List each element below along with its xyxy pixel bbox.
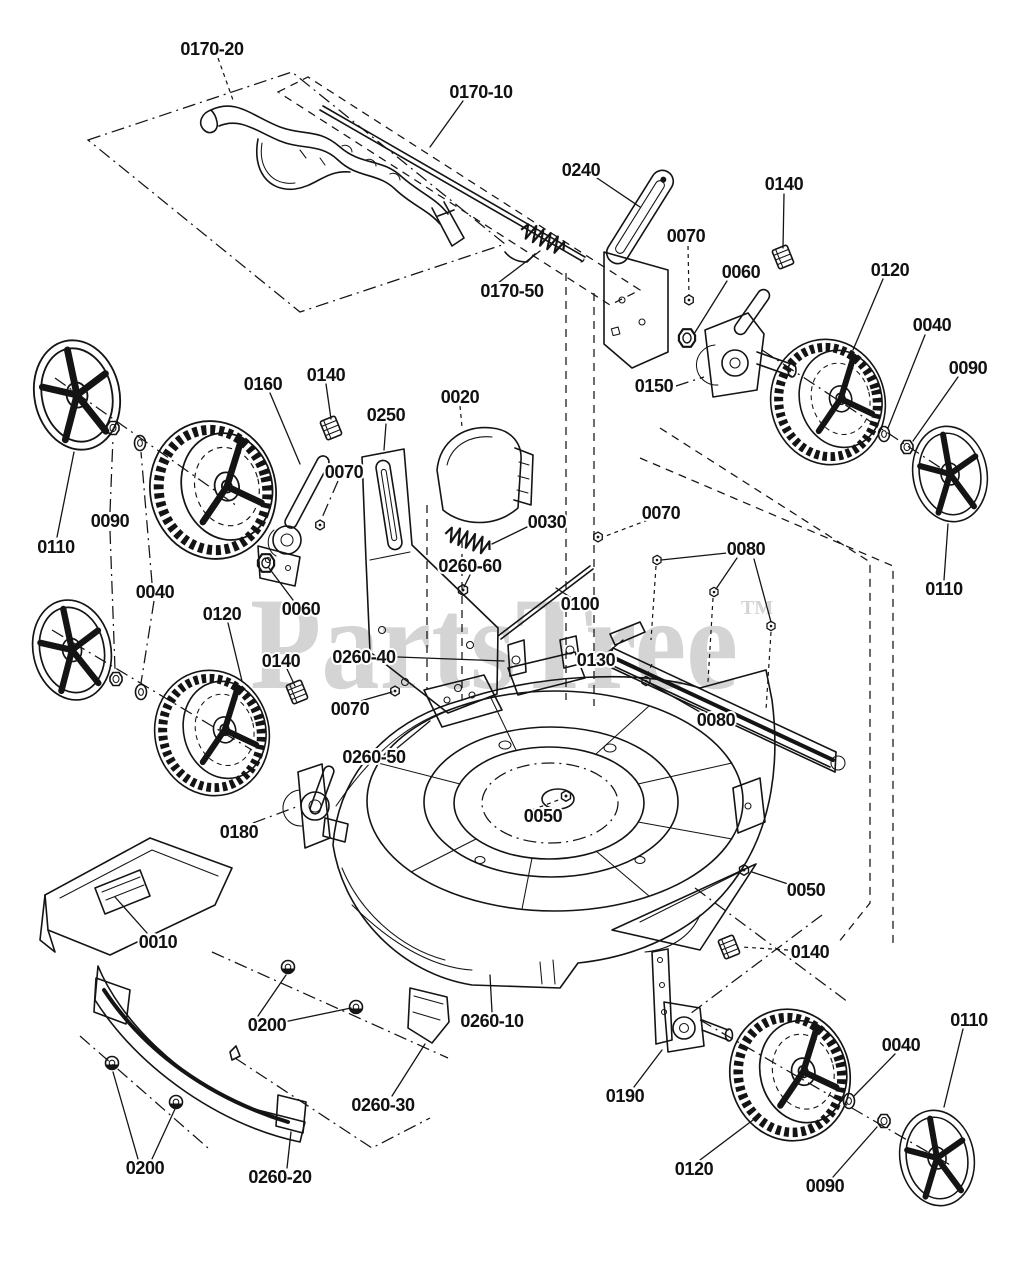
part-label-0090: 0090 <box>91 511 130 531</box>
bolt-0070-mid <box>593 531 603 543</box>
hubcap-0110-right-top <box>905 420 995 527</box>
adjuster-0180 <box>282 763 349 849</box>
bracket-0240 <box>603 169 675 369</box>
nut-0090-right-bottom <box>877 1113 891 1129</box>
watermark: PartsTree TM <box>250 570 773 717</box>
leader-lines <box>56 57 964 1178</box>
wheel-0120-right-bottom <box>716 996 864 1153</box>
nut-0090-left-bottom <box>109 671 123 687</box>
handle-bracket-0170-20 <box>199 105 465 247</box>
part-label-0070: 0070 <box>642 503 681 523</box>
watermark-tm: TM <box>741 597 773 619</box>
part-label-0130: 0130 <box>577 650 616 670</box>
part-label-0190: 0190 <box>606 1086 645 1106</box>
part-label-0120: 0120 <box>203 604 242 624</box>
nut-0200-3 <box>104 1055 120 1071</box>
bolt-0080-3 <box>766 620 776 632</box>
part-label-0040: 0040 <box>882 1035 921 1055</box>
part-label-0070: 0070 <box>325 462 364 482</box>
housing-0020 <box>436 426 534 524</box>
part-label-0150: 0150 <box>635 376 674 396</box>
adjuster-0190 <box>651 948 734 1053</box>
adjuster-0150 <box>695 288 797 398</box>
part-label-0140: 0140 <box>307 365 346 385</box>
rod-0100 <box>497 565 594 640</box>
deck-0260-10 <box>332 669 776 989</box>
bolt-0070-top <box>684 294 694 306</box>
part-label-0070: 0070 <box>331 699 370 719</box>
part-label-0260-60: 0260-60 <box>438 556 502 576</box>
part-label-0050: 0050 <box>787 880 826 900</box>
part-label-0060: 0060 <box>722 262 761 282</box>
rear-guard-0130 <box>606 621 846 773</box>
part-label-0090: 0090 <box>949 358 988 378</box>
nut-0090-right-top <box>900 439 914 455</box>
part-label-0250: 0250 <box>367 405 406 425</box>
bolt-0070-left <box>315 519 325 531</box>
nut-0060-top <box>677 328 697 348</box>
part-label-0080: 0080 <box>727 539 766 559</box>
part-label-0170-50: 0170-50 <box>480 281 544 301</box>
washer-0040-left-bottom <box>134 683 148 701</box>
part-label-0050: 0050 <box>524 806 563 826</box>
part-label-0020: 0020 <box>441 387 480 407</box>
part-label-0200: 0200 <box>248 1015 287 1035</box>
part-label-0090: 0090 <box>806 1176 845 1196</box>
part-label-0260-10: 0260-10 <box>460 1011 524 1031</box>
bracket-0260-30 <box>407 987 450 1044</box>
adjuster-0160 <box>257 455 330 587</box>
part-label-0110: 0110 <box>37 537 75 557</box>
wheel-0120-right-top <box>757 327 898 477</box>
hubcap-0110-left-top <box>24 332 130 458</box>
bolt-0050-center <box>560 790 572 802</box>
part-label-0110: 0110 <box>925 579 963 599</box>
part-label-0260-30: 0260-30 <box>351 1095 415 1115</box>
part-label-0260-20: 0260-20 <box>248 1167 312 1187</box>
spring-0170-50 <box>504 219 569 263</box>
part-label-0060: 0060 <box>282 599 321 619</box>
part-label-0140: 0140 <box>791 942 830 962</box>
bracket-0250 <box>361 448 499 714</box>
part-label-0080: 0080 <box>697 710 736 730</box>
part-label-0040: 0040 <box>913 315 952 335</box>
part-label-0100: 0100 <box>561 594 600 614</box>
part-label-0010: 0010 <box>139 932 178 952</box>
nut-0200-2 <box>348 999 364 1015</box>
part-label-0170-20: 0170-20 <box>180 39 244 59</box>
watermark-text: PartsTree <box>250 570 738 717</box>
spring-0030 <box>442 523 495 557</box>
nut-0200-1 <box>280 959 296 975</box>
construction-lines <box>51 71 957 1167</box>
part-number-labels: 0170-20 0170-10 0240 0140 0070 0060 0120 0040 00… <box>35 37 990 1198</box>
washer-0040-right-top <box>877 425 891 443</box>
part-label-0180: 0180 <box>220 822 259 842</box>
spacer-0140-bottom <box>717 933 741 961</box>
part-label-0070: 0070 <box>667 226 706 246</box>
part-label-0120: 0120 <box>871 260 910 280</box>
front-baffle-0260-20 <box>93 965 307 1143</box>
part-label-0140: 0140 <box>262 651 301 671</box>
part-label-0030: 0030 <box>528 512 567 532</box>
part-label-0260-40: 0260-40 <box>332 647 396 667</box>
hubcap-0110-right-bottom <box>892 1104 982 1211</box>
part-label-0260-50: 0260-50 <box>342 747 406 767</box>
part-label-0040: 0040 <box>136 582 175 602</box>
part-label-0110: 0110 <box>950 1010 988 1030</box>
bolt-0080-1 <box>652 554 662 566</box>
part-label-0170-10: 0170-10 <box>449 82 513 102</box>
part-label-0160: 0160 <box>244 374 283 394</box>
part-label-0120: 0120 <box>675 1159 714 1179</box>
nut-0200-4 <box>168 1094 184 1110</box>
part-label-0200: 0200 <box>126 1158 165 1178</box>
hubcap-0110-left-bottom <box>24 593 121 708</box>
side-cover-0010 <box>39 837 233 956</box>
part-label-0140: 0140 <box>765 174 804 194</box>
part-label-0240: 0240 <box>562 160 601 180</box>
